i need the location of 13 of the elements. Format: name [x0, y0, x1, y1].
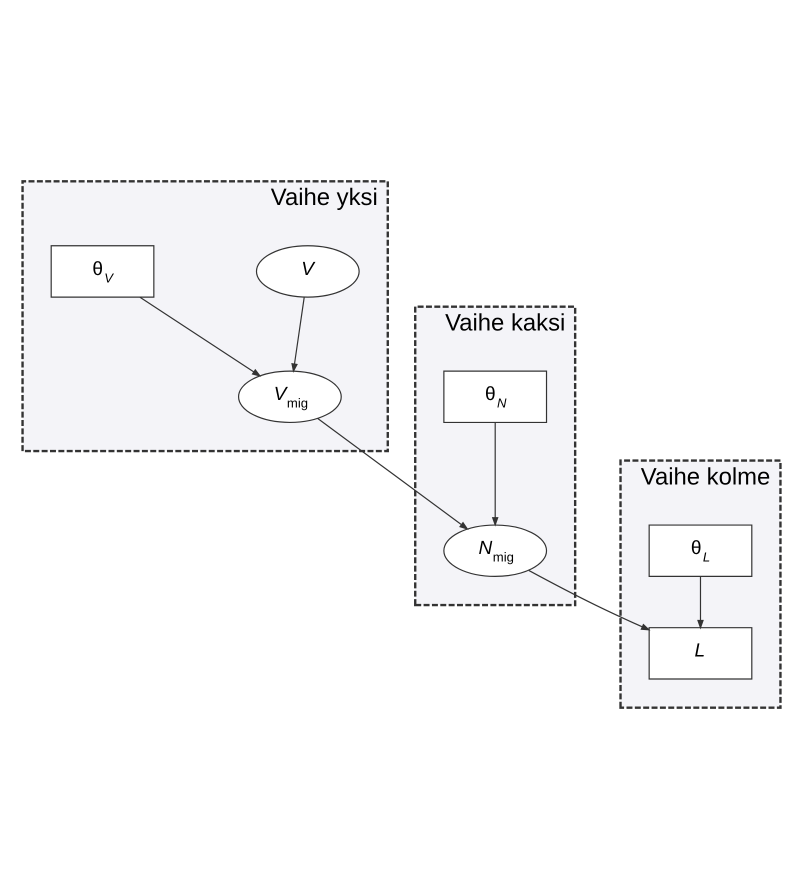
- node-box: θ$_{V}$: [50, 245, 154, 298]
- node-ellipse: V: [256, 245, 360, 298]
- node-box: θ$_{L}$: [648, 524, 752, 577]
- arrow: [492, 422, 499, 527]
- arrow: [697, 576, 704, 630]
- node-box: θ$_{N}$: [443, 370, 548, 424]
- arrow: [291, 297, 305, 373]
- node-box: L: [648, 627, 752, 680]
- arrow: [140, 296, 262, 377]
- arrow: [528, 570, 651, 631]
- node-ellipse: N$_{mig}$: [443, 524, 548, 577]
- node-ellipse: V$_{mig}$: [238, 370, 342, 424]
- arrow: [317, 418, 469, 530]
